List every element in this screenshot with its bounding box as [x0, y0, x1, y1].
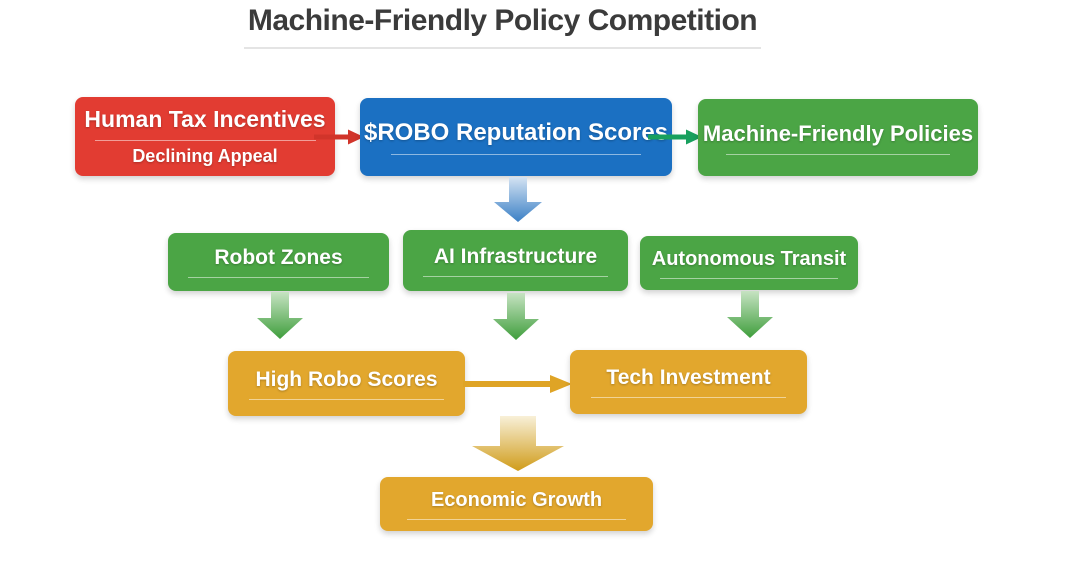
node-divider — [659, 277, 839, 279]
node-economic-growth: Economic Growth — [380, 477, 653, 531]
node-label: Tech Investment — [606, 366, 771, 389]
node-divider — [423, 275, 608, 277]
node-tech-investment: Tech Investment — [570, 350, 807, 414]
node-robo-reputation-scores: $ROBO Reputation Scores — [360, 98, 672, 176]
node-label: Human Tax Incentives — [84, 106, 326, 132]
node-high-robo-scores: High Robo Scores — [228, 351, 465, 416]
node-label: Robot Zones — [214, 246, 343, 269]
page-title-wrap: Machine-Friendly Policy Competition — [180, 4, 825, 49]
node-label: High Robo Scores — [255, 367, 438, 391]
node-label: Autonomous Transit — [651, 247, 847, 270]
arrow-row-to-economic-growth-icon — [472, 416, 564, 471]
arrow-robot-zones-down-icon — [257, 292, 303, 339]
arrow-robo-scores-to-mf-policies-icon — [648, 129, 702, 145]
node-divider — [249, 398, 444, 400]
node-ai-infrastructure: AI Infrastructure — [403, 230, 628, 291]
arrow-autonomous-transit-down-icon — [727, 291, 773, 338]
node-label: AI Infrastructure — [433, 244, 598, 268]
node-label: Machine-Friendly Policies — [702, 120, 974, 146]
node-divider — [94, 140, 316, 141]
node-divider — [726, 153, 950, 155]
node-sublabel: Declining Appeal — [132, 146, 278, 166]
node-label: $ROBO Reputation Scores — [363, 119, 669, 146]
node-robot-zones: Robot Zones — [168, 233, 389, 291]
node-label: Economic Growth — [430, 488, 603, 511]
node-divider — [391, 154, 641, 155]
node-autonomous-transit: Autonomous Transit — [640, 236, 858, 290]
arrow-robo-scores-down-icon — [494, 177, 542, 222]
node-machine-friendly-policies: Machine-Friendly Policies — [698, 99, 978, 176]
arrow-human-tax-to-robo-scores-icon — [314, 129, 364, 145]
arrow-ai-infrastructure-down-icon — [493, 293, 539, 340]
node-divider — [407, 518, 626, 520]
node-divider — [187, 277, 370, 278]
node-human-tax-incentives: Human Tax Incentives Declining Appeal — [75, 97, 335, 176]
arrow-high-robo-to-tech-investment-icon — [463, 375, 572, 393]
node-divider — [591, 397, 786, 398]
page-title: Machine-Friendly Policy Competition — [243, 4, 762, 49]
